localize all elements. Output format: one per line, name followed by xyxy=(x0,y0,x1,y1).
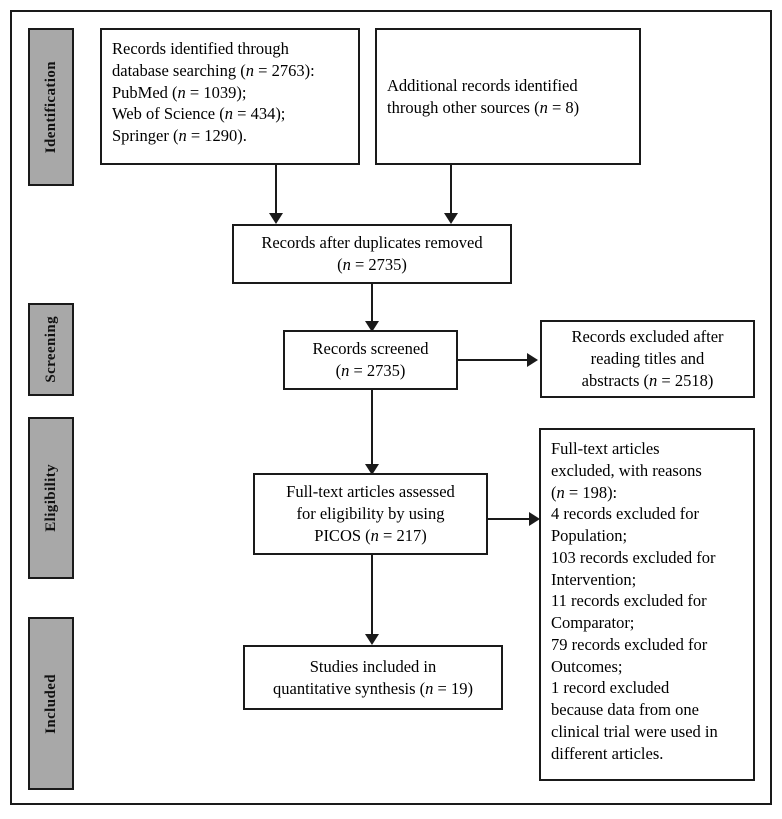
arrowhead-identified-to-duplicates xyxy=(269,213,283,224)
box-records-screened: Records screened(n = 2735) xyxy=(283,330,458,390)
stage-label-eligibility: Eligibility xyxy=(42,464,59,532)
arrowhead-duplicates-to-screened xyxy=(365,321,379,332)
arrowhead-fulltext-to-included xyxy=(365,634,379,645)
arrowhead-screened-to-excluded xyxy=(527,353,538,367)
connector-duplicates-to-screened xyxy=(371,284,373,326)
stage-bar-identification: Identification xyxy=(28,28,74,186)
stage-bar-included: Included xyxy=(28,617,74,790)
stage-bar-screening: Screening xyxy=(28,303,74,396)
arrowhead-screened-to-fulltext xyxy=(365,464,379,475)
connector-fulltext-to-excluded xyxy=(488,518,534,520)
stage-label-included: Included xyxy=(42,673,59,734)
box-duplicates-removed: Records after duplicates removed(n = 273… xyxy=(232,224,512,284)
arrowhead-fulltext-to-excluded xyxy=(529,512,540,526)
connector-screened-to-fulltext xyxy=(371,390,373,470)
arrowhead-additional-to-duplicates xyxy=(444,213,458,224)
stage-label-identification: Identification xyxy=(42,60,59,154)
connector-screened-to-excluded xyxy=(458,359,532,361)
stage-label-screening: Screening xyxy=(42,316,59,383)
connector-identified-to-duplicates xyxy=(275,165,277,218)
connector-fulltext-to-included xyxy=(371,555,373,640)
box-duplicates-removed-text: Records after duplicates removed(n = 273… xyxy=(261,233,483,274)
connector-additional-to-duplicates xyxy=(450,165,452,218)
stage-bar-eligibility: Eligibility xyxy=(28,417,74,579)
box-records-screened-text: Records screened(n = 2735) xyxy=(312,339,429,380)
